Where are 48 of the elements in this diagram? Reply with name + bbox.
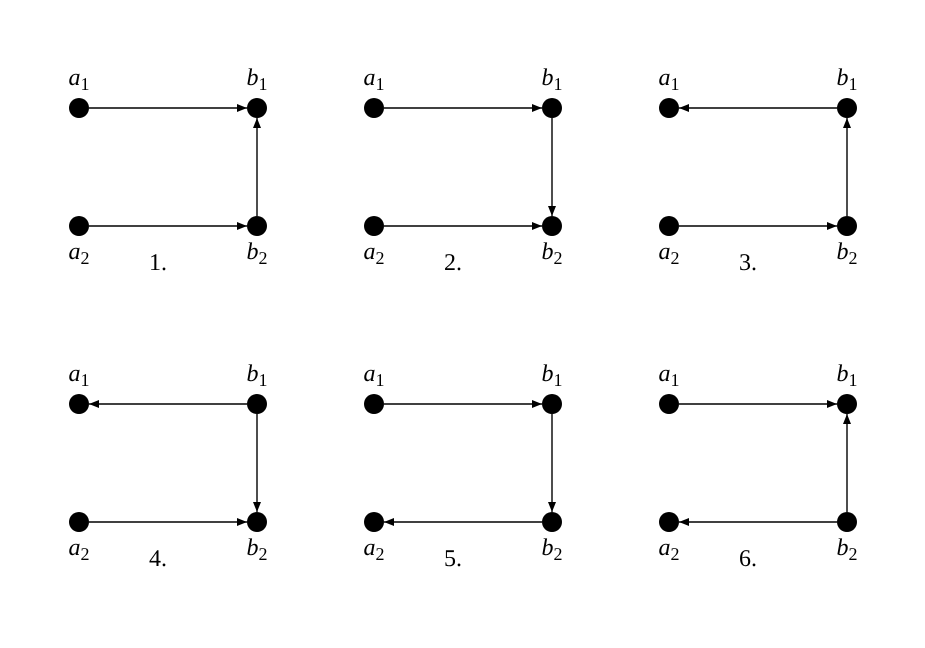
node-label: a$_{2}$: [68, 536, 90, 560]
arrow: [679, 222, 837, 230]
arrow: [89, 104, 247, 112]
node-label: a$_{2}$: [658, 536, 680, 560]
arrow: [843, 414, 851, 512]
node-label: a$_{1}$: [68, 362, 90, 386]
arrow: [253, 118, 261, 216]
panel-number: 5.: [444, 547, 462, 571]
node-label: b$_{2}$: [542, 536, 562, 560]
panel-number: 4.: [149, 547, 167, 571]
node-label: b$_{2}$: [542, 240, 562, 264]
arrow: [384, 104, 542, 112]
node-label: a$_{1}$: [364, 362, 384, 386]
panel-number: 1.: [149, 251, 167, 275]
node-label: b$_{1}$: [542, 362, 562, 386]
node-label: a$_{1}$: [364, 66, 384, 90]
node-label: b$_{2}$: [246, 536, 268, 560]
arrow: [384, 518, 542, 526]
node-label: b$_{1}$: [542, 66, 562, 90]
arrow: [679, 400, 837, 408]
arrow: [384, 222, 542, 230]
node-label: a$_{2}$: [364, 240, 384, 264]
panel-number: 6.: [739, 547, 757, 571]
panel-number: 2.: [444, 251, 462, 275]
node-label: a$_{2}$: [68, 240, 90, 264]
node-label: b$_{2}$: [836, 240, 858, 264]
arrow: [89, 222, 247, 230]
arrow: [253, 414, 261, 512]
arrow: [548, 118, 556, 216]
node-label: a$_{1}$: [658, 362, 680, 386]
node-label: b$_{1}$: [836, 66, 858, 90]
arrow: [384, 400, 542, 408]
arrow: [843, 118, 851, 216]
arrow: [548, 414, 556, 512]
node-label: b$_{1}$: [246, 362, 268, 386]
node-label: a$_{1}$: [658, 66, 680, 90]
node-label: a$_{2}$: [658, 240, 680, 264]
node-label: b$_{1}$: [836, 362, 858, 386]
node-label: b$_{1}$: [246, 66, 268, 90]
arrow: [89, 518, 247, 526]
node-label: a$_{2}$: [364, 536, 384, 560]
arrow: [679, 518, 837, 526]
arrow: [679, 104, 837, 112]
panel-number: 3.: [739, 251, 757, 275]
arrow: [89, 400, 247, 408]
node-label: b$_{2}$: [836, 536, 858, 560]
node-label: a$_{1}$: [68, 66, 90, 90]
node-label: b$_{2}$: [246, 240, 268, 264]
